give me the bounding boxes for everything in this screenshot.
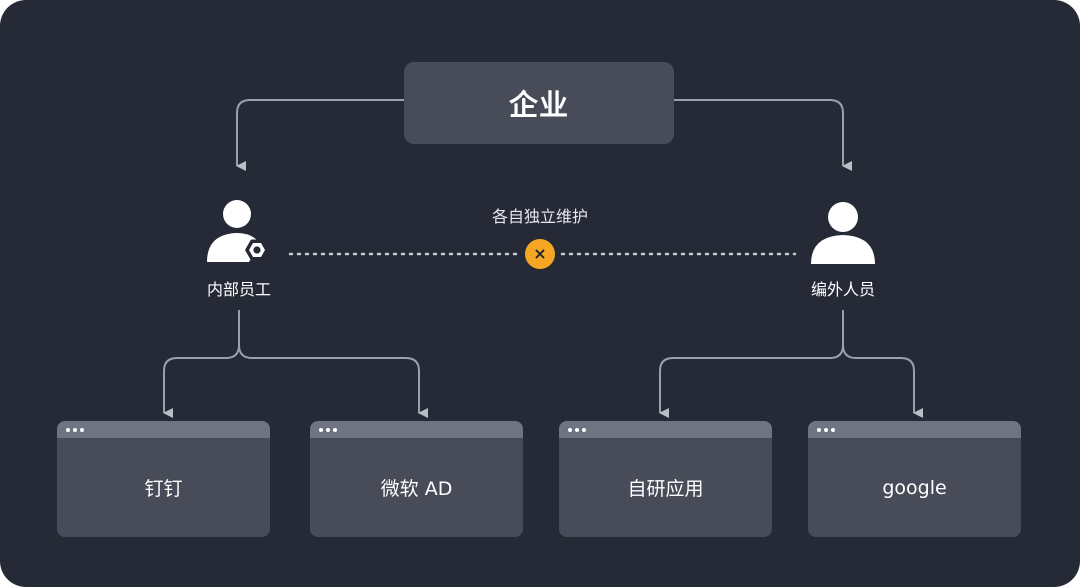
user-icon (811, 202, 875, 264)
arrow-external-to-google (842, 344, 923, 418)
group-label-internal: 内部员工 (206, 280, 271, 299)
relation-badge: × (533, 244, 547, 263)
window-dots-icon (568, 428, 586, 432)
enterprise-label: 企业 (508, 88, 569, 122)
close-icon: × (525, 239, 555, 269)
enterprise-node: 企业 (404, 62, 674, 144)
user-gear-icon (207, 200, 269, 262)
app-label-ad: 微软 AD (380, 478, 453, 500)
window-titlebar (808, 421, 1021, 438)
arrow-internal-to-ad (238, 344, 428, 418)
window-titlebar (57, 421, 270, 438)
window-titlebar (559, 421, 772, 438)
app-window-google: google (808, 421, 1021, 537)
window-dots-icon (319, 428, 337, 432)
app-label-google: google (882, 476, 947, 499)
arrow-external-to-selfdev (659, 310, 844, 418)
window-titlebar (310, 421, 523, 438)
window-dots-icon (817, 428, 835, 432)
arrow-enterprise-to-external (674, 99, 852, 171)
app-label-dingtalk: 钉钉 (144, 478, 183, 500)
window-dots-icon (66, 428, 84, 432)
app-window-ad: 微软 AD (310, 421, 523, 537)
relation-label: 各自独立维护 (491, 207, 588, 226)
app-window-dingtalk: 钉钉 (57, 421, 270, 537)
app-label-selfdev: 自研应用 (627, 478, 704, 500)
app-window-selfdev: 自研应用 (559, 421, 772, 537)
arrow-internal-to-dingtalk (163, 310, 240, 418)
arrow-enterprise-to-internal (236, 99, 404, 171)
group-label-external: 编外人员 (810, 280, 875, 299)
